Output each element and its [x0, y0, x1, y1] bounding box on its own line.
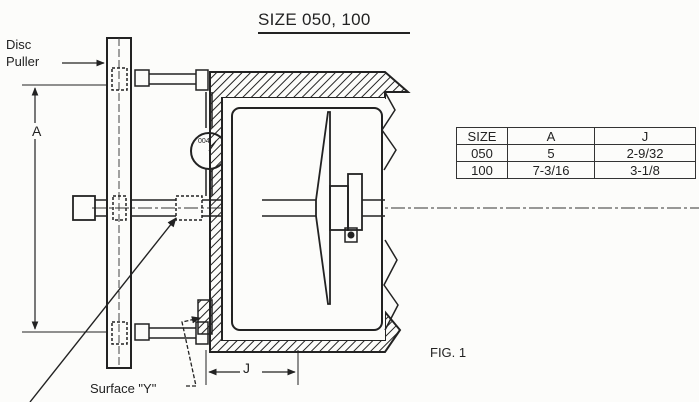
cell-j: 2-9/32	[594, 144, 696, 162]
dimension-j-line	[205, 350, 299, 385]
brake-disc	[262, 111, 331, 305]
disc-puller-label: Disc Puller	[6, 36, 39, 70]
surface-y-label: Surface "Y"	[90, 381, 157, 396]
header-a: A	[507, 127, 595, 145]
disc-puller-bar	[106, 37, 132, 369]
cell-j: 3-1/8	[594, 161, 696, 179]
disc-puller-label-line2: Puller	[6, 54, 40, 69]
title-underline	[258, 32, 410, 34]
cell-size: 100	[456, 161, 508, 179]
figure-number: FIG. 1	[430, 345, 467, 360]
cell-size: 050	[456, 144, 508, 162]
dimension-a-label: A	[30, 123, 44, 139]
table-row: 100 7-3/16 3-1/8	[456, 161, 696, 179]
cell-a: 7-3/16	[507, 161, 595, 179]
figure-title: SIZE 050, 100	[258, 10, 371, 29]
motor-housing	[197, 71, 411, 353]
leader-lines	[29, 59, 201, 402]
upper-puller-bolt	[111, 67, 209, 91]
header-size: SIZE	[456, 127, 508, 145]
lower-puller-bolt	[111, 321, 209, 345]
dimension-j-label: J	[243, 360, 250, 376]
hub-and-shaft	[329, 173, 385, 243]
table-header-row: SIZE A J	[456, 127, 696, 145]
gauge-reading-label: 004	[198, 138, 210, 145]
table-row: 050 5 2-9/32	[456, 144, 696, 162]
cell-a: 5	[507, 144, 595, 162]
header-j: J	[594, 127, 696, 145]
disc-puller-label-line1: Disc	[6, 37, 32, 52]
dimension-table: SIZE A J 050 5 2-9/32 100 7-3/16 3-1/8	[456, 127, 696, 179]
